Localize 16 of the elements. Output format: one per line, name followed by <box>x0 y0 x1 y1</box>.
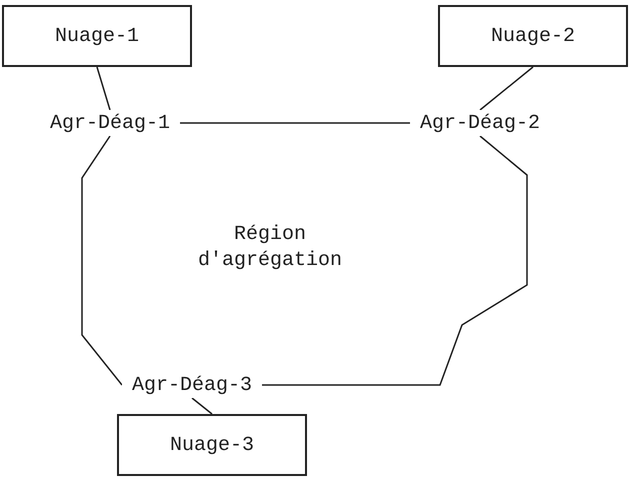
region-label: Région d'agrégation <box>196 222 344 274</box>
connector-line <box>96 66 111 110</box>
cloud-box <box>438 5 628 67</box>
node-text: Agr-Déag-3 <box>132 374 252 396</box>
node-text: Agr-Déag-1 <box>50 112 170 134</box>
connector-line <box>81 136 123 386</box>
connector-line <box>262 135 528 386</box>
cloud-box <box>2 5 192 67</box>
node-text: Nuage-2 <box>490 24 575 48</box>
connector-line <box>480 66 534 111</box>
connector-line <box>180 122 410 124</box>
cloud-box <box>117 414 307 476</box>
node-text: Nuage-1 <box>54 24 139 48</box>
node-text: Nuage-3 <box>170 434 254 456</box>
node-text: Agr-Déag-2 <box>420 112 540 134</box>
connector-line <box>192 397 212 415</box>
